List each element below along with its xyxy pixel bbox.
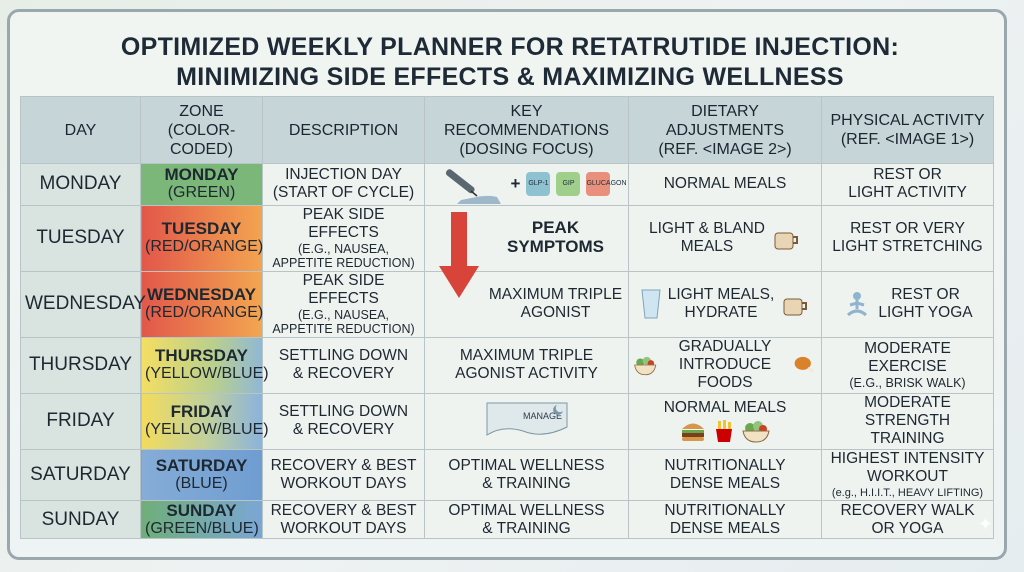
weekly-planner-table: DAY ZONE(COLOR-CODED) DESCRIPTION KEY RE… [20,96,994,539]
description-cell: PEAK SIDE EFFECTS(e.g., NAUSEA, APPETITE… [262,270,425,338]
injection-pen-icon [445,169,501,205]
salad-bowl-icon [742,421,770,443]
day-cell: WEDNESDAY [20,270,146,338]
day-cell: FRIDAY [20,392,141,450]
header-day: DAY [20,96,141,164]
coffee-cup-icon [783,298,808,316]
day-cell: THURSDAY [20,336,141,394]
key-cell: MANAGE [424,392,629,450]
diet-cell: NORMAL MEALS [628,392,822,450]
description-cell: PEAK SIDE EFFECTS(e.g., NAUSEA, APPETITE… [262,204,425,272]
zone-cell: FRIDAY(YELLOW/BLUE) [140,392,269,450]
zone-cell: WEDNESDAY(RED/ORANGE) [140,270,263,338]
day-cell: SUNDAY [20,500,141,539]
diet-label: NORMAL MEALS [663,399,787,417]
day-cell: MONDAY [20,163,141,206]
zone-cell: SUNDAY(GREEN/BLUE) [140,500,263,539]
glp1-badge: GLP-1 [526,172,551,197]
page-title: OPTIMIZED WEEKLY PLANNER FOR RETATRUTIDE… [10,32,1010,92]
key-cell: OPTIMAL WELLNESS& TRAINING [424,500,629,539]
zone-cell: THURSDAY(YELLOW/BLUE) [140,336,269,394]
header-activity: PHYSICAL ACTIVITY(REF. <IMAGE 1>) [821,96,994,164]
row-monday: MONDAY MONDAY(GREEN) INJECTION DAY(START… [20,163,994,206]
coffee-cup-icon [774,232,798,250]
zone-cell: TUESDAY(RED/ORANGE) [140,204,263,272]
manage-card-icon: MANAGE [486,402,567,436]
header-description: DESCRIPTION [262,96,425,164]
row-wednesday: WEDNESDAY WEDNESDAY(RED/ORANGE) PEAK SID… [20,270,994,338]
water-glass-icon [641,289,661,319]
description-cell: INJECTION DAY(START OF CYCLE) [262,163,425,206]
key-cell: + GLP-1 GIP GLUCAGON [424,163,629,206]
diet-cell: LIGHT MEALS,HYDRATE [628,270,822,338]
meditation-icon [847,292,868,317]
title-line-1: OPTIMIZED WEEKLY PLANNER FOR RETATRUTIDE… [120,33,900,61]
description-cell: SETTLING DOWN& RECOVERY [262,392,425,450]
activity-cell: MODERATE EXERCISE(e.g., BRISK WALK) [821,336,994,394]
row-tuesday: TUESDAY TUESDAY(RED/ORANGE) PEAK SIDE EF… [20,204,994,298]
header-row: DAY ZONE(COLOR-CODED) DESCRIPTION KEY RE… [20,96,994,164]
glucagon-badge: GLUCAGON [586,172,627,197]
header-key-recommendations: KEY RECOMMENDATIONS(DOSING FOCUS) [424,96,629,164]
title-line-2: MINIMIZING SIDE EFFECTS & MAXIMIZING WEL… [176,63,844,91]
zone-cell: MONDAY(GREEN) [140,163,263,206]
manage-label: MANAGE [523,411,562,421]
zone-cell: SATURDAY(BLUE) [140,448,263,502]
burger-icon [682,423,704,442]
description-cell: SETTLING DOWN& RECOVERY [262,336,425,394]
key-cell: OPTIMAL WELLNESS& TRAINING [424,448,629,502]
header-dietary: DIETARY ADJUSTMENTS(REF. <IMAGE 2>) [628,96,822,164]
day-cell: SATURDAY [20,448,141,502]
gip-badge: GIP [556,172,581,197]
row-sunday: SUNDAY SUNDAY(GREEN/BLUE) RECOVERY & BES… [20,500,994,539]
salad-bowl-icon [634,357,657,376]
arrow-down-icon [439,211,479,298]
chicken-leg-icon [794,357,814,373]
sparkle-icon: ✦ [978,514,994,534]
fries-icon [716,420,732,443]
day-cell: TUESDAY [20,204,141,272]
row-friday: FRIDAY FRIDAY(YELLOW/BLUE) SETTLING DOWN… [20,392,994,450]
plus-sign: + [510,174,521,194]
row-thursday: THURSDAY THURSDAY(YELLOW/BLUE) SETTLING … [20,336,994,394]
header-zone: ZONE(COLOR-CODED) [140,96,263,164]
diet-cell: NORMAL MEALS [628,163,822,206]
